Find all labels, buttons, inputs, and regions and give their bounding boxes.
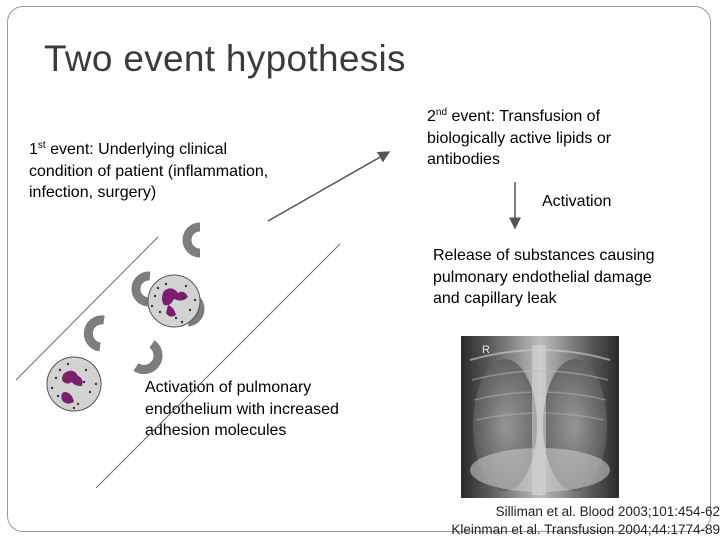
adhesion-molecule-icon bbox=[133, 340, 163, 374]
adhesion-molecule-icon bbox=[182, 222, 201, 258]
first-event-description: event: Underlying clinical condition of … bbox=[29, 141, 269, 201]
first-event-text: 1st event: Underlying clinical condition… bbox=[29, 139, 274, 204]
neutrophil-cell bbox=[147, 274, 201, 328]
second-event-text: 2nd event: Transfusion of biologically a… bbox=[427, 106, 667, 171]
first-event-ordinal: 1 bbox=[29, 141, 38, 158]
neutrophil-cell bbox=[46, 356, 102, 412]
activation-label: Activation bbox=[542, 193, 612, 210]
slide-title: Two event hypothesis bbox=[44, 38, 406, 79]
release-text: Release of substances causing pulmonary … bbox=[433, 247, 655, 307]
adhesion-molecule-icon bbox=[131, 271, 151, 307]
chest-xray-image: R bbox=[461, 336, 619, 498]
second-event-ordinal: 2 bbox=[427, 108, 436, 125]
second-event-description: event: Transfusion of biologically activ… bbox=[427, 108, 612, 168]
citation-kleinman: Kleinman et al. Transfusion 2004;44:1774… bbox=[451, 522, 720, 537]
slide-frame bbox=[7, 6, 711, 532]
xray-marker: R bbox=[482, 344, 490, 356]
event-arrow bbox=[267, 151, 391, 222]
second-event-suffix: nd bbox=[435, 107, 448, 118]
pulmonary-activation-text: Activation of pulmonary endothelium with… bbox=[145, 379, 339, 439]
first-event-suffix: st bbox=[37, 140, 46, 151]
vessel-wall-upper bbox=[15, 236, 159, 381]
adhesion-molecule-icon bbox=[83, 315, 105, 352]
vessel-wall-lower bbox=[95, 243, 341, 489]
citation-silliman: Silliman et al. Blood 2003;101:454-62 bbox=[495, 504, 720, 519]
